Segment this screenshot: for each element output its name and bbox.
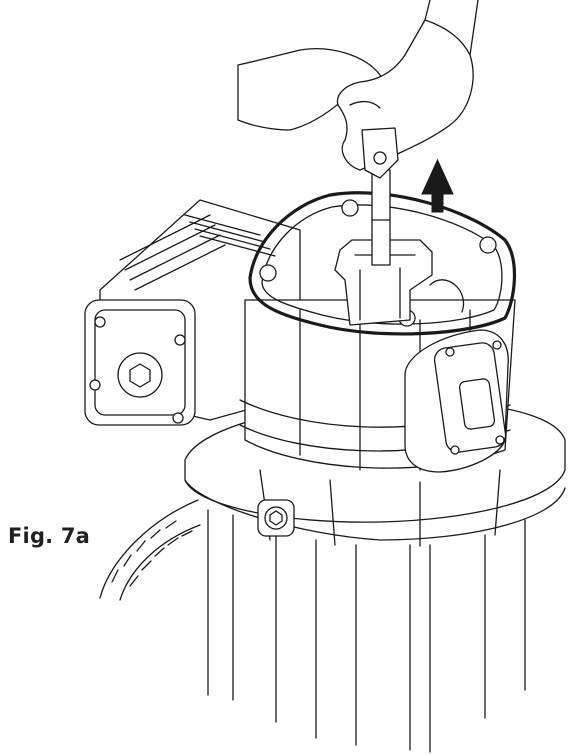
up-arrow-icon	[421, 158, 454, 213]
side-cover	[404, 329, 509, 473]
shaft	[371, 169, 391, 266]
hands-with-tool	[237, 0, 479, 179]
spiral-hose	[99, 499, 201, 601]
pump-column	[207, 509, 526, 753]
figure-label: Fig. 7a	[8, 524, 91, 548]
